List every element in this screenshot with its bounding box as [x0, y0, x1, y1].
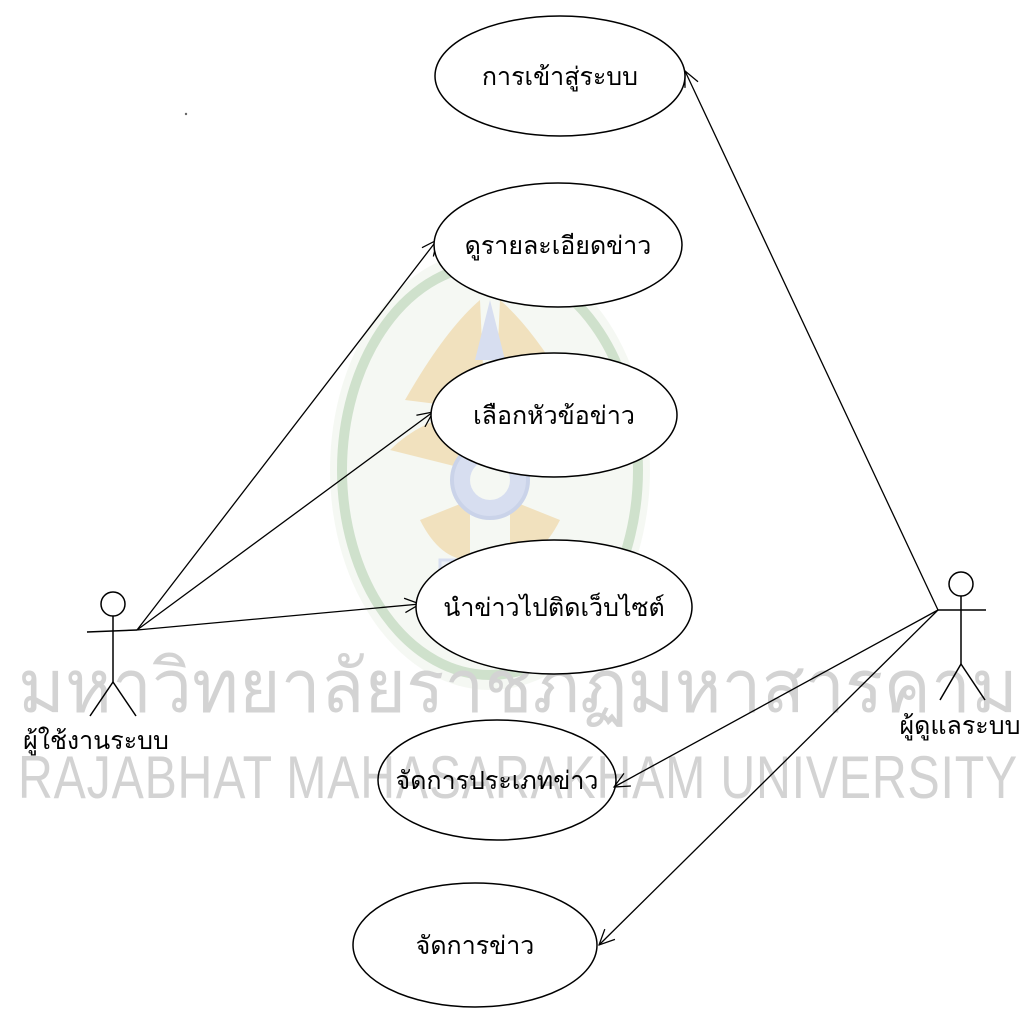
assoc-user-select-headline: [136, 412, 433, 631]
actor-left-leg: [939, 663, 962, 701]
use-case-label: การเข้าสู่ระบบ: [482, 62, 638, 92]
actor-admin-label: ผู้ดูแลระบบ: [900, 711, 1021, 741]
actor-right-leg: [112, 681, 137, 717]
use-case-label: นำข่าวไปติดเว็บไซต์: [443, 592, 664, 622]
use-case-manage-news-category[interactable]: จัดการประเภทข่าว: [377, 719, 617, 841]
actor-user[interactable]: [86, 591, 138, 717]
actor-user-label: ผู้ใช้งานระบบ: [23, 726, 169, 756]
admin-associations: [599, 71, 939, 945]
user-associations: [136, 240, 437, 631]
use-case-label: เลือกหัวข้อข่าว: [473, 401, 635, 430]
use-case-label: จัดการข่าว: [416, 931, 535, 960]
use-case-manage-news[interactable]: จัดการข่าว: [352, 882, 598, 1008]
use-case-label: จัดการประเภทข่าว: [396, 766, 599, 795]
actor-left-leg: [89, 681, 114, 717]
use-case-embed-news[interactable]: นำข่าวไปติดเว็บไซต์: [415, 539, 693, 675]
actor-right-leg: [960, 663, 986, 701]
use-case-select-headline[interactable]: เลือกหัวข้อข่าว: [430, 352, 678, 478]
scan-dot: [184, 112, 188, 116]
assoc-admin-manage-news: [599, 609, 939, 945]
use-case-label: ดูรายละเอียดข่าว: [465, 231, 652, 261]
assoc-admin-manage-news-category: [614, 609, 939, 787]
actor-arms: [86, 629, 138, 633]
actor-admin[interactable]: [937, 571, 986, 701]
actor-head: [100, 591, 126, 617]
use-case-view-news-detail[interactable]: ดูรายละเอียดข่าว: [433, 182, 683, 308]
use-case-login[interactable]: การเข้าสู่ระบบ: [434, 15, 686, 137]
assoc-user-view-news-detail: [136, 240, 437, 631]
assoc-admin-login: [685, 71, 939, 611]
assoc-user-embed-news: [136, 604, 420, 631]
actor-head: [948, 571, 974, 597]
watermark-english: RAJABHAT MAHASARAKHAM UNIVERSITY: [18, 744, 1018, 811]
